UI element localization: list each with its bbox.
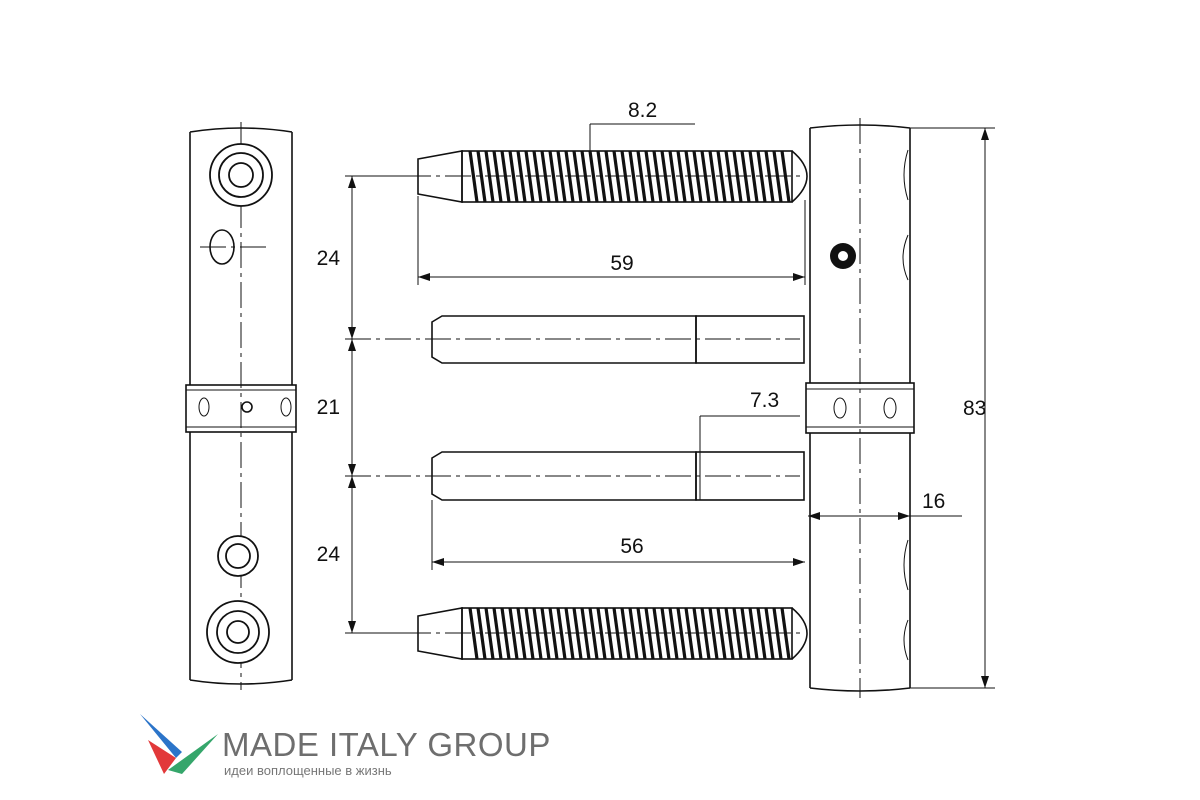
dim-barrel-offset: 16 <box>922 490 945 513</box>
dim-thread-diameter: 8.2 <box>628 99 657 122</box>
dim-thread-length: 59 <box>610 252 633 275</box>
screw-head-top <box>209 143 273 207</box>
threaded-screw-top <box>405 150 808 203</box>
screw-head-bottom <box>206 600 270 664</box>
brand-name: MADE ITALY GROUP <box>222 726 551 763</box>
dim-overall-height: 83 <box>963 397 986 420</box>
hinge-pin-top <box>345 315 805 364</box>
brand-tagline: идеи воплощенные в жизнь <box>224 763 392 778</box>
brand-logo: MADE ITALY GROUP идеи воплощенные в жизн… <box>138 712 598 792</box>
hinge-front-view <box>805 118 915 698</box>
threaded-screw-bottom <box>405 607 808 660</box>
dim-pitch-upper: 24 <box>317 247 341 270</box>
dim-pin-length: 56 <box>620 535 643 558</box>
dimension-lines <box>345 123 995 689</box>
dim-pin-diameter: 7.3 <box>750 389 779 412</box>
hinge-side-view <box>185 122 297 690</box>
brand-mark-icon <box>140 714 218 774</box>
dim-pitch-middle: 21 <box>317 396 340 419</box>
dim-pitch-lower: 24 <box>317 543 341 566</box>
hinge-pin-bottom <box>345 451 805 501</box>
screw-head-mid <box>217 535 259 577</box>
